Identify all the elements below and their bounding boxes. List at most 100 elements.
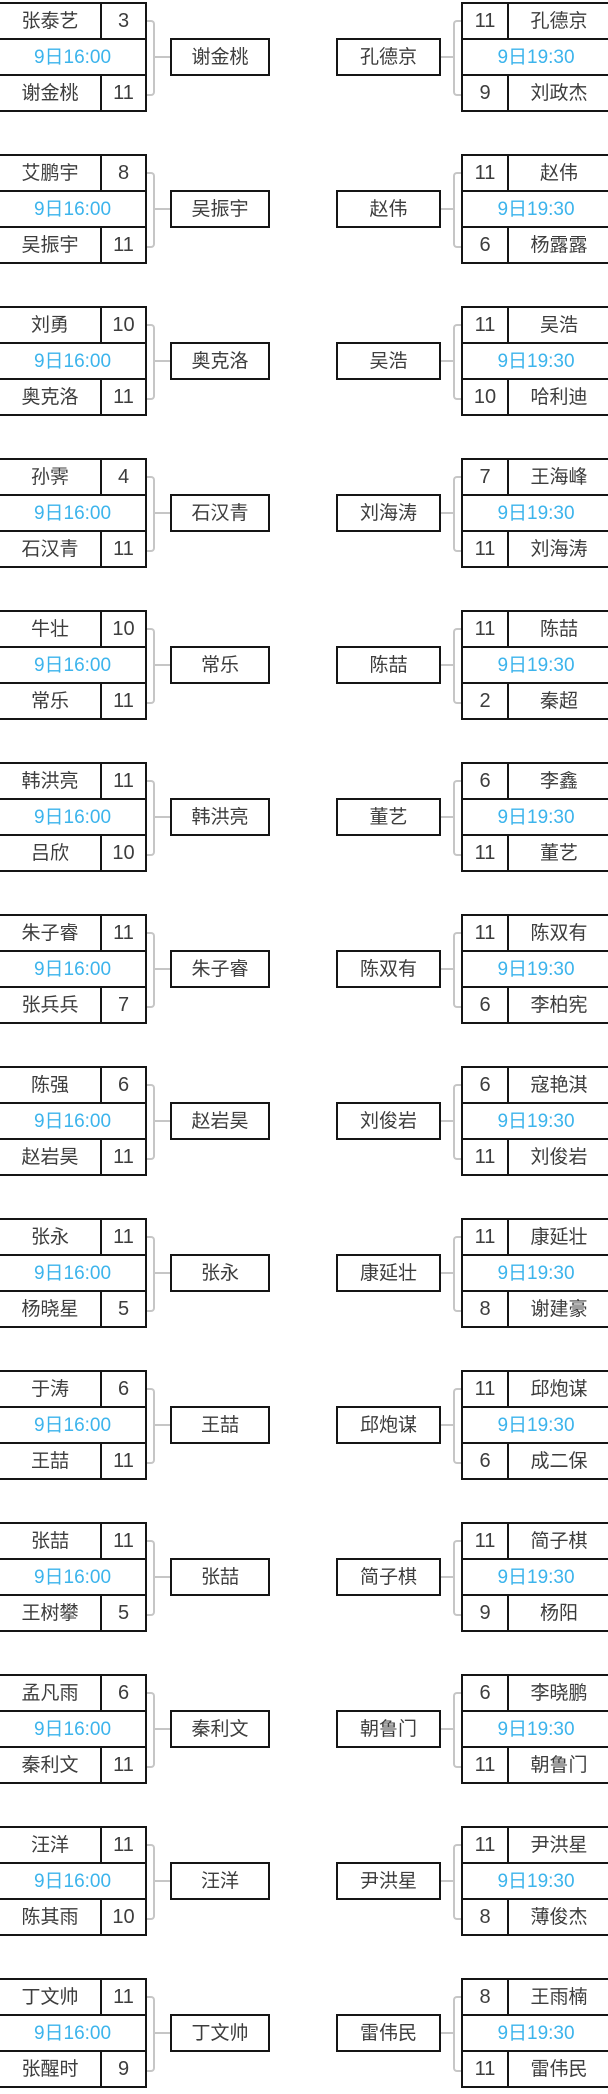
- left-bracket-connector-stub: [155, 512, 170, 514]
- left-player1-score: 11: [100, 1218, 147, 1256]
- left-player1-score: 8: [100, 154, 147, 192]
- right-player1-name: 孔德京: [507, 2, 608, 40]
- right-match-time: 9日19:30: [461, 950, 608, 988]
- right-bracket-connector-stub: [441, 56, 453, 58]
- left-match-time: 9日16:00: [0, 1862, 147, 1900]
- right-player2-score: 11: [461, 1138, 509, 1176]
- right-player2-score: 11: [461, 834, 509, 872]
- left-player2-name: 谢金桃: [0, 74, 102, 112]
- left-player1-name: 孙霁: [0, 458, 102, 496]
- left-match-time: 9日16:00: [0, 494, 147, 532]
- match-row: 丁文帅 11 9日16:00 张醒时 9 丁文帅 雷伟民 8 王雨楠 9日19:…: [0, 1976, 608, 2094]
- right-winner-box: 董艺: [336, 798, 441, 836]
- left-match-time: 9日16:00: [0, 950, 147, 988]
- left-bracket-connector-stub: [155, 2032, 170, 2034]
- right-player2-name: 薄俊杰: [507, 1898, 608, 1936]
- left-player2-name: 秦利文: [0, 1746, 102, 1784]
- left-bracket-connector-stub: [155, 1272, 170, 1274]
- left-player2-score: 11: [100, 1138, 147, 1176]
- left-bracket-connector-stub: [155, 208, 170, 210]
- left-match-time: 9日16:00: [0, 190, 147, 228]
- right-winner-box: 陈喆: [336, 646, 441, 684]
- left-bracket-connector-stub: [155, 816, 170, 818]
- right-bracket-connector-stub: [441, 1728, 453, 1730]
- left-bracket-connector: [147, 932, 155, 1008]
- left-bracket-connector-stub: [155, 56, 170, 58]
- right-player2-score: 6: [461, 986, 509, 1024]
- left-player2-name: 杨晓星: [0, 1290, 102, 1328]
- left-player2-name: 奥克洛: [0, 378, 102, 416]
- right-bracket-connector: [453, 1540, 461, 1616]
- left-player2-score: 5: [100, 1594, 147, 1632]
- left-bracket-connector: [147, 1540, 155, 1616]
- left-winner-box: 石汉青: [170, 494, 270, 532]
- right-bracket-connector: [453, 628, 461, 704]
- right-player1-name: 李晓鹏: [507, 1674, 608, 1712]
- left-player2-score: 9: [100, 2050, 147, 2088]
- right-player1-name: 陈双有: [507, 914, 608, 952]
- left-player1-name: 孟凡雨: [0, 1674, 102, 1712]
- left-player1-name: 牛壮: [0, 610, 102, 648]
- left-player2-name: 赵岩昊: [0, 1138, 102, 1176]
- right-winner-box: 刘俊岩: [336, 1102, 441, 1140]
- right-winner-box: 陈双有: [336, 950, 441, 988]
- right-player1-score: 6: [461, 762, 509, 800]
- left-player1-name: 朱子睿: [0, 914, 102, 952]
- right-player1-score: 11: [461, 154, 509, 192]
- right-winner-box: 朝鲁门: [336, 1710, 441, 1748]
- left-player2-score: 11: [100, 74, 147, 112]
- left-player1-name: 张永: [0, 1218, 102, 1256]
- right-player2-name: 李柏宪: [507, 986, 608, 1024]
- match-row: 牛壮 10 9日16:00 常乐 11 常乐 陈喆 11 陈喆 9日19:30 …: [0, 608, 608, 726]
- right-player2-score: 11: [461, 2050, 509, 2088]
- right-player1-score: 11: [461, 306, 509, 344]
- left-bracket-connector: [147, 780, 155, 856]
- right-bracket-connector-stub: [441, 1576, 453, 1578]
- left-bracket-connector-stub: [155, 1120, 170, 1122]
- left-match-time: 9日16:00: [0, 1710, 147, 1748]
- left-player2-name: 常乐: [0, 682, 102, 720]
- left-player1-score: 10: [100, 306, 147, 344]
- right-winner-box: 刘海涛: [336, 494, 441, 532]
- left-player1-score: 4: [100, 458, 147, 496]
- right-bracket-connector-stub: [441, 1424, 453, 1426]
- left-player1-name: 丁文帅: [0, 1978, 102, 2016]
- right-player2-name: 刘政杰: [507, 74, 608, 112]
- right-match-time: 9日19:30: [461, 798, 608, 836]
- right-player1-score: 11: [461, 1826, 509, 1864]
- match-row: 孙霁 4 9日16:00 石汉青 11 石汉青 刘海涛 7 王海峰 9日19:3…: [0, 456, 608, 574]
- right-player2-name: 雷伟民: [507, 2050, 608, 2088]
- left-player1-name: 韩洪亮: [0, 762, 102, 800]
- left-match-time: 9日16:00: [0, 1406, 147, 1444]
- right-player1-name: 邱炮谋: [507, 1370, 608, 1408]
- match-row: 张永 11 9日16:00 杨晓星 5 张永 康延壮 11 康延壮 9日19:3…: [0, 1216, 608, 1334]
- right-bracket-connector: [453, 20, 461, 96]
- left-player2-name: 吕欣: [0, 834, 102, 872]
- right-player1-score: 6: [461, 1066, 509, 1104]
- right-bracket-connector: [453, 324, 461, 400]
- left-bracket-connector: [147, 1692, 155, 1768]
- left-player2-name: 王树攀: [0, 1594, 102, 1632]
- left-bracket-connector-stub: [155, 1880, 170, 1882]
- left-winner-box: 韩洪亮: [170, 798, 270, 836]
- right-player1-score: 8: [461, 1978, 509, 2016]
- left-winner-box: 朱子睿: [170, 950, 270, 988]
- left-bracket-connector: [147, 1996, 155, 2072]
- right-match-time: 9日19:30: [461, 342, 608, 380]
- left-player2-name: 王喆: [0, 1442, 102, 1480]
- left-player1-name: 张泰艺: [0, 2, 102, 40]
- right-match-time: 9日19:30: [461, 494, 608, 532]
- right-bracket-connector: [453, 1844, 461, 1920]
- right-match-time: 9日19:30: [461, 38, 608, 76]
- right-player2-score: 11: [461, 530, 509, 568]
- right-player1-score: 11: [461, 1218, 509, 1256]
- match-row: 汪洋 11 9日16:00 陈其雨 10 汪洋 尹洪星 11 尹洪星 9日19:…: [0, 1824, 608, 1942]
- left-player1-name: 汪洋: [0, 1826, 102, 1864]
- right-player2-score: 8: [461, 1290, 509, 1328]
- right-player1-score: 11: [461, 1370, 509, 1408]
- right-bracket-connector: [453, 1692, 461, 1768]
- left-player1-score: 6: [100, 1370, 147, 1408]
- right-player2-score: 10: [461, 378, 509, 416]
- left-winner-box: 王喆: [170, 1406, 270, 1444]
